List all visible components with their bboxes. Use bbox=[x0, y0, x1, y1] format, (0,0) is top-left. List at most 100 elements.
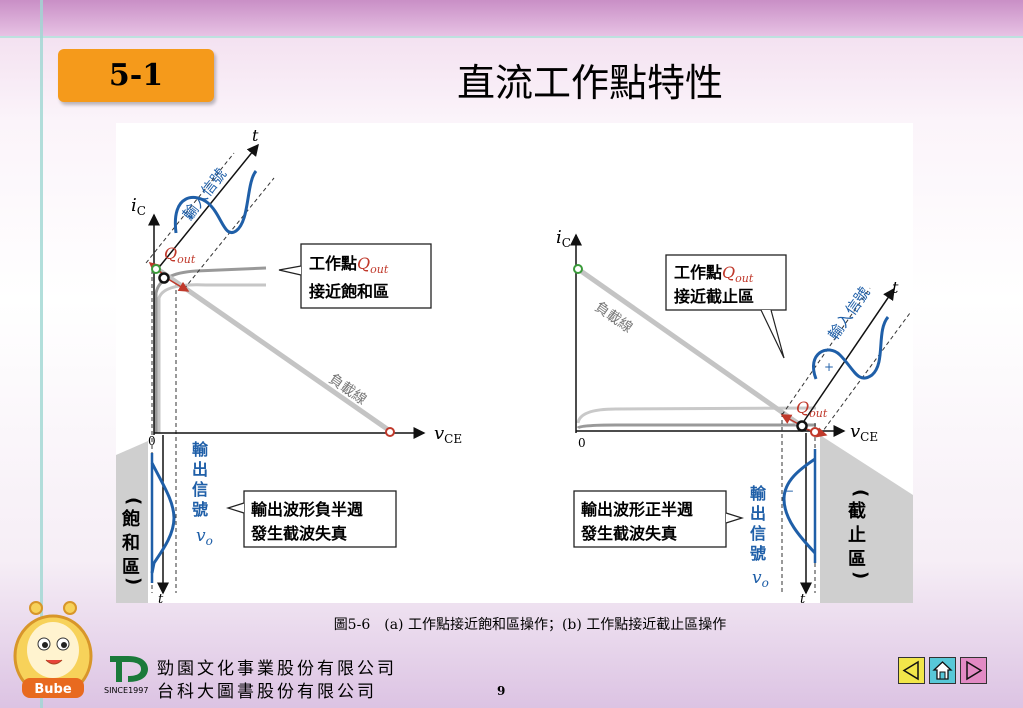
vce-end-point bbox=[385, 427, 395, 437]
output-signal-wave bbox=[782, 457, 817, 555]
load-line bbox=[154, 265, 392, 434]
figure-caption: 圖5-6 (a) 工作點接近飽和區操作；(b) 工作點接近截止區操作 bbox=[333, 617, 727, 633]
output-signal-label: 輸 出 信 號 bbox=[192, 440, 209, 519]
svg-text:信: 信 bbox=[750, 524, 766, 543]
section-badge: 5-1 bbox=[58, 49, 214, 102]
region-label: ( 飽 和 區 ) bbox=[121, 497, 144, 585]
svg-text:出: 出 bbox=[192, 460, 208, 479]
q-point-open bbox=[151, 264, 161, 274]
since-label: SINCE1997 bbox=[104, 686, 149, 695]
swing-arrow bbox=[167, 278, 190, 292]
note-text: 輸出波形負半週 bbox=[251, 500, 363, 519]
dashed-guide bbox=[819, 312, 911, 436]
svg-text:信: 信 bbox=[192, 480, 208, 499]
callout-pointer bbox=[760, 309, 785, 359]
origin-label: 0 bbox=[578, 436, 586, 450]
q-point bbox=[796, 420, 808, 432]
time-label: t bbox=[252, 126, 259, 145]
next-button[interactable] bbox=[960, 657, 987, 684]
callout-box bbox=[665, 254, 787, 311]
output-time-label: t bbox=[158, 592, 164, 603]
minus-label: − bbox=[784, 484, 794, 498]
q-point bbox=[158, 272, 170, 284]
svg-text:): ) bbox=[123, 577, 144, 585]
svg-text:(: ( bbox=[123, 497, 144, 505]
top-band bbox=[0, 0, 1023, 36]
decor-line bbox=[40, 0, 43, 708]
dashed-guide bbox=[145, 152, 235, 264]
vce-end-point bbox=[810, 427, 820, 437]
next-arrow-icon bbox=[966, 660, 983, 681]
home-button[interactable] bbox=[929, 657, 956, 684]
note-pointer bbox=[725, 512, 745, 524]
page-number: 9 bbox=[497, 684, 506, 698]
svg-text:輸: 輸 bbox=[192, 440, 209, 459]
note-box bbox=[243, 490, 397, 548]
input-signal-label: 輸入信號 bbox=[825, 284, 874, 343]
decor-line bbox=[0, 36, 1023, 38]
publisher-name: 勁園文化事業股份有限公司 bbox=[157, 659, 397, 679]
q-label: Qout bbox=[796, 398, 828, 420]
cutoff-region-shade bbox=[820, 435, 913, 603]
svg-text:出: 出 bbox=[750, 504, 766, 523]
characteristic-curve bbox=[157, 283, 266, 433]
input-time-axis bbox=[155, 143, 259, 272]
characteristic-curve bbox=[154, 266, 267, 433]
region-label: ( 截 止 區 ) bbox=[848, 489, 871, 579]
svg-text:止: 止 bbox=[848, 524, 866, 546]
svg-text:號: 號 bbox=[750, 544, 766, 563]
plus-label: + bbox=[186, 210, 196, 224]
panel-a bbox=[116, 143, 432, 603]
svg-text:(: ( bbox=[850, 489, 871, 497]
note-text: 發生截波失真 bbox=[250, 524, 347, 543]
note-text: 輸出波形正半週 bbox=[581, 500, 693, 519]
input-signal-wave bbox=[812, 316, 890, 380]
note-text: 發生截波失真 bbox=[580, 524, 677, 543]
q-label: Qout bbox=[164, 244, 196, 266]
note-box bbox=[573, 490, 727, 548]
svg-text:輸: 輸 bbox=[750, 484, 767, 503]
callout-box bbox=[300, 243, 432, 309]
vce-label: vCE bbox=[434, 423, 462, 446]
vce-label: vCE bbox=[850, 421, 878, 444]
svg-text:截: 截 bbox=[848, 500, 866, 522]
callout-text: 工作點Qout bbox=[309, 254, 389, 276]
svg-text:區: 區 bbox=[848, 549, 866, 570]
origin-label: 0 bbox=[148, 434, 156, 448]
callout-pointer bbox=[278, 265, 302, 276]
ic-label: iC bbox=[556, 227, 571, 250]
figure-panel: iC vCE 0 Qout 輸入信號 t + 負載線 工作點Qout 接近飽和區… bbox=[116, 123, 913, 603]
plus-label: + bbox=[824, 360, 834, 374]
input-signal-wave bbox=[173, 170, 258, 235]
prev-arrow-icon bbox=[902, 660, 919, 681]
svg-text:飽: 飽 bbox=[121, 508, 140, 530]
slide-title: 直流工作點特性 bbox=[456, 61, 723, 105]
vo-label: vo bbox=[752, 568, 769, 590]
publisher-logo-icon bbox=[110, 656, 148, 682]
svg-text:): ) bbox=[850, 571, 871, 579]
output-time-label: t bbox=[800, 592, 806, 603]
svg-text:號: 號 bbox=[192, 500, 208, 519]
time-label: t bbox=[892, 278, 899, 297]
characteristic-curve bbox=[576, 423, 816, 430]
svg-text:區: 區 bbox=[122, 557, 140, 578]
vo-label: vo bbox=[196, 526, 213, 548]
ic-label: iC bbox=[131, 195, 146, 218]
saturation-region-shade bbox=[116, 441, 148, 603]
output-signal-wave bbox=[150, 462, 176, 574]
prev-button[interactable] bbox=[898, 657, 925, 684]
transistor-diagram: iC vCE 0 Qout 輸入信號 t + 負載線 工作點Qout 接近飽和區… bbox=[116, 126, 913, 603]
callout-text: 工作點Qout bbox=[674, 263, 754, 285]
panel-b bbox=[570, 233, 913, 603]
load-line bbox=[576, 266, 808, 432]
output-signal-label: 輸 出 信 號 bbox=[750, 484, 767, 563]
note-pointer bbox=[225, 502, 245, 514]
mascot-logo: Bube bbox=[13, 601, 93, 698]
svg-text:和: 和 bbox=[122, 533, 140, 554]
callout-text: 接近飽和區 bbox=[309, 282, 389, 301]
svg-text:Bube: Bube bbox=[34, 682, 71, 697]
home-icon bbox=[932, 661, 953, 680]
characteristic-curve bbox=[576, 406, 817, 424]
top-point-open bbox=[573, 264, 583, 274]
callout-text: 接近截止區 bbox=[674, 287, 754, 306]
